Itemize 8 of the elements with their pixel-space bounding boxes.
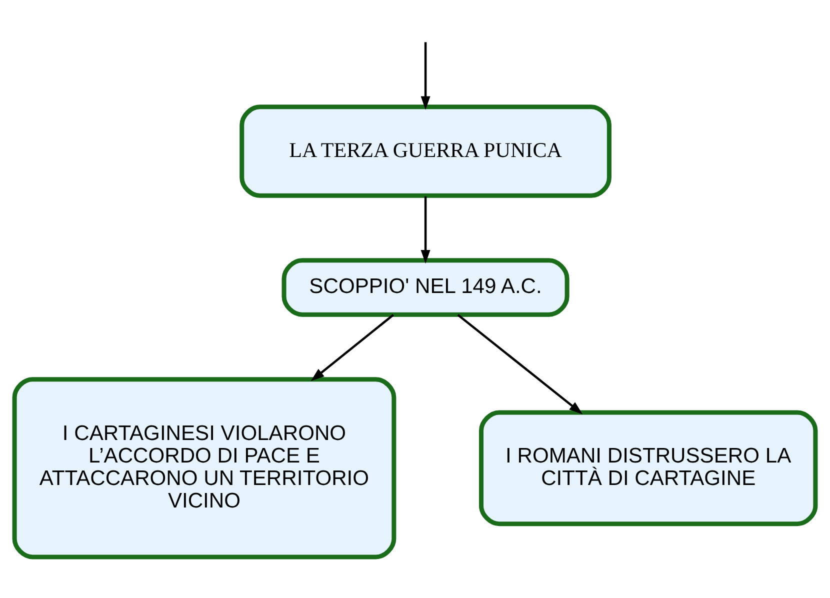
arrow xyxy=(310,314,394,382)
node-box: SCOPPIO' NEL 149 A.C. xyxy=(282,258,570,317)
arrow xyxy=(420,42,430,110)
node-box: I CARTAGINESI VIOLARONO L’ACCORDO DI PACE E ATTACCARONO UN TERRITORIO VICINO xyxy=(12,377,396,560)
arrow xyxy=(420,196,430,264)
node-box: LA TERZA GUERRA PUNICA xyxy=(240,104,612,198)
node-box: I ROMANI DISTRUSSERO LA CITTÀ DI CARTAGINE xyxy=(478,410,818,526)
arrow xyxy=(457,314,583,414)
